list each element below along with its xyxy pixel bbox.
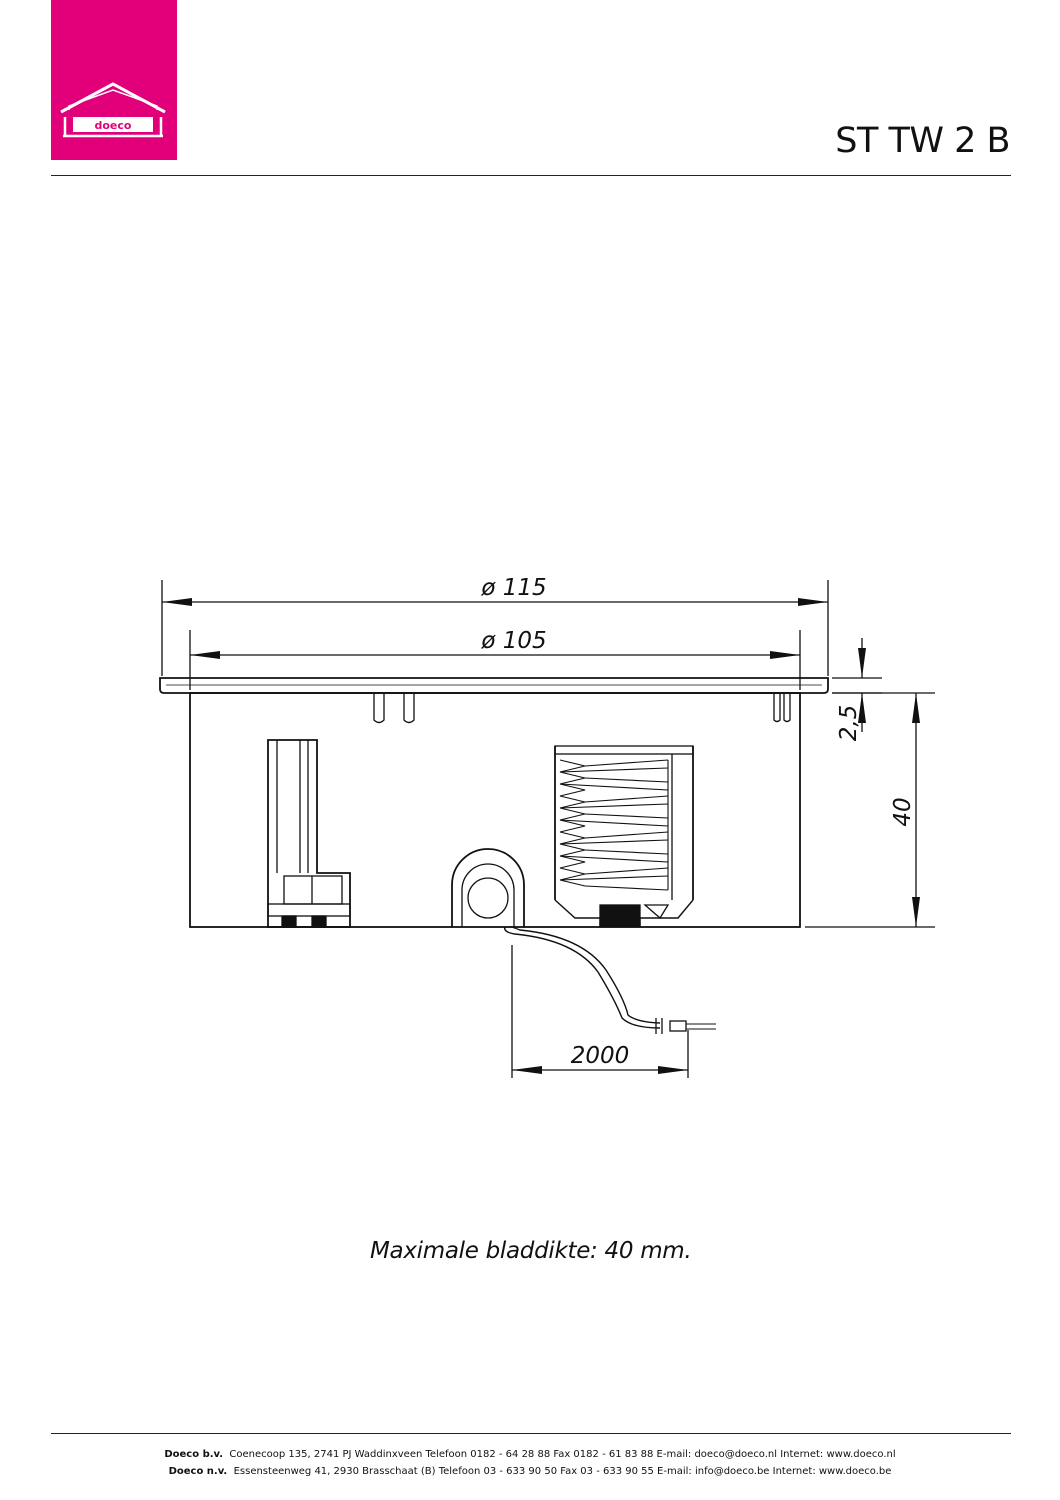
cable-grommet <box>451 848 525 927</box>
spindle-thread-lines <box>559 759 669 891</box>
footer-address-nl: Doeco b.v. Coenecoop 135, 2741 PJ Waddin… <box>0 1449 1060 1460</box>
depth-label: 40 <box>890 797 916 826</box>
socket-block <box>283 875 343 905</box>
socket-bracket <box>267 739 351 928</box>
mounting-pin <box>783 693 791 723</box>
footer-address-be: Doeco n.v. Essensteenweg 41, 2930 Brassc… <box>0 1466 1060 1477</box>
footer-company-nl: Doeco b.v. <box>164 1449 224 1460</box>
footer-details-nl: Coenecoop 135, 2741 PJ Waddinxveen Telef… <box>229 1449 896 1460</box>
brand-logo: doeco <box>51 0 177 160</box>
mounting-pin <box>373 693 385 724</box>
housing-body <box>189 692 801 928</box>
spindle-base <box>599 904 641 928</box>
cable-grommet-hole <box>467 877 509 919</box>
header-divider <box>51 175 1011 176</box>
spindle-top <box>554 745 694 755</box>
flange-thickness-label: 2,5 <box>836 705 862 742</box>
footer-company-be: Doeco n.v. <box>168 1466 228 1477</box>
footer-divider <box>51 1433 1011 1434</box>
cable-plug <box>669 1020 687 1032</box>
max-thickness-caption: Maximale bladdikte: 40 mm. <box>370 1238 692 1264</box>
house-logo-icon: doeco <box>60 82 166 138</box>
mounting-pin <box>773 693 781 723</box>
inner-diameter-label: ø 105 <box>480 628 546 654</box>
mounting-pin <box>403 693 415 724</box>
flange-rim <box>159 677 829 694</box>
logo-wordmark: doeco <box>95 119 132 132</box>
socket-foot <box>311 915 327 928</box>
outer-diameter-label: ø 115 <box>480 575 546 601</box>
spindle-thread-left <box>559 759 586 887</box>
power-cable <box>504 926 661 1029</box>
spindle-base-detail <box>643 904 670 919</box>
socket-base <box>267 903 351 917</box>
cable-grommet-inner <box>461 863 515 927</box>
cable-length-label: 2000 <box>571 1043 630 1069</box>
footer-details-be: Essensteenweg 41, 2930 Brasschaat (B) Te… <box>233 1466 892 1477</box>
socket-foot <box>281 915 297 928</box>
technical-drawing: ø 115 ø 105 2000 2,5 40 <box>159 575 935 1078</box>
product-code: ST TW 2 B <box>835 121 1010 161</box>
